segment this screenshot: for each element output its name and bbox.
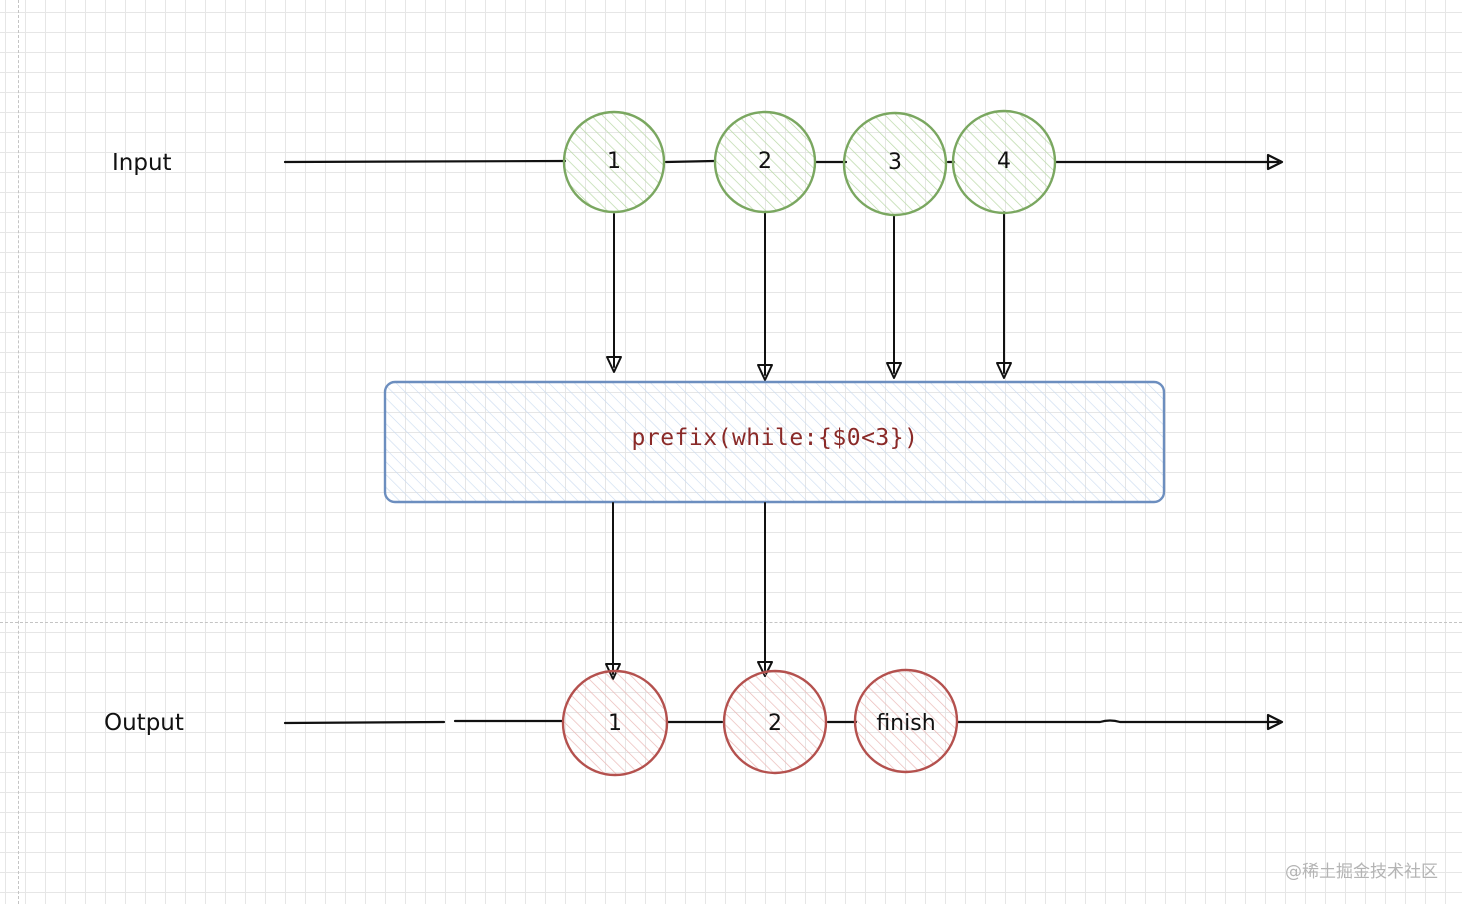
horizontal-guide-line — [0, 622, 1462, 623]
input-marble-4 — [951, 109, 1057, 215]
watermark-text: @稀土掘金技术社区 — [1285, 862, 1438, 882]
arrowhead-input-1 — [606, 356, 622, 373]
output-arrowhead — [1266, 713, 1284, 731]
output-marble-1 — [561, 669, 669, 777]
input-arrowhead — [1266, 153, 1284, 171]
operator-label: prefix(while:{$0<3}) — [631, 425, 919, 451]
arrowhead-input-4 — [996, 362, 1012, 379]
output-timeline — [283, 713, 1284, 731]
input-marble-2-label: 2 — [758, 149, 772, 174]
operator-box — [383, 380, 1166, 504]
output-marbles — [561, 668, 959, 777]
output-lane-label: Output — [104, 710, 184, 736]
arrowhead-input-3 — [886, 362, 902, 379]
input-marble-3 — [842, 111, 948, 217]
input-timeline — [283, 153, 1284, 171]
output-marble-finish — [853, 668, 959, 774]
output-line-end — [956, 719, 1280, 724]
input-line-seg-1-2 — [664, 159, 716, 164]
output-line-start-a — [283, 720, 446, 725]
output-marble-1-label: 1 — [608, 711, 622, 736]
input-marble-1-label: 1 — [607, 149, 621, 174]
input-marble-3-label: 3 — [888, 150, 902, 175]
input-to-operator-arrows — [606, 211, 1012, 381]
input-marble-1 — [562, 110, 666, 214]
input-marble-2 — [713, 110, 817, 214]
arrowhead-output-2 — [757, 661, 773, 677]
arrowhead-input-2 — [757, 364, 773, 381]
input-lane-label: Input — [112, 150, 172, 176]
operator-to-output-arrows — [605, 502, 773, 680]
input-line-start — [283, 159, 567, 164]
input-marble-4-label: 4 — [997, 149, 1011, 174]
output-marble-2-label: 2 — [768, 711, 782, 736]
vertical-guide-line — [18, 0, 19, 904]
input-marbles — [562, 109, 1057, 217]
output-marble-finish-label: finish — [876, 711, 936, 736]
output-marble-2 — [722, 669, 828, 775]
